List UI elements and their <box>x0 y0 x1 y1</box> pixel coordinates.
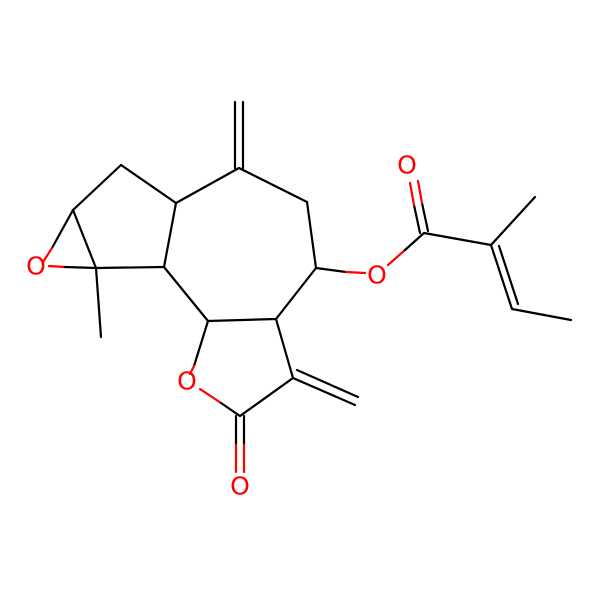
bond <box>314 266 348 274</box>
bond <box>71 208 98 270</box>
bond <box>174 166 241 205</box>
bond <box>198 387 223 405</box>
bond <box>497 244 520 306</box>
bond <box>274 266 318 321</box>
bond <box>403 231 426 252</box>
bond <box>510 307 573 322</box>
bond <box>489 195 537 247</box>
bond <box>489 243 514 311</box>
bond <box>291 376 357 407</box>
bond <box>63 265 98 270</box>
epoxide-oxygen-label: O <box>26 252 46 281</box>
bond <box>416 179 424 205</box>
bond <box>94 266 103 339</box>
bond <box>162 201 178 269</box>
lactone-ring-oxygen-label: O <box>177 367 197 396</box>
bond <box>386 248 407 267</box>
bond <box>237 166 309 204</box>
bond <box>206 317 278 323</box>
bond <box>420 201 430 233</box>
bond <box>192 319 210 368</box>
ester-carbonyl-oxygen-label: O <box>397 151 417 180</box>
bond <box>412 203 422 235</box>
bond <box>119 163 178 205</box>
bond <box>162 265 210 323</box>
bond <box>295 368 360 399</box>
lactone-carbonyl-oxygen-label: O <box>230 472 250 501</box>
bond <box>188 364 196 376</box>
bond <box>422 231 493 247</box>
bond <box>94 265 166 270</box>
bond <box>305 200 318 270</box>
bond <box>219 401 242 418</box>
bond <box>41 246 54 264</box>
bond <box>274 317 295 380</box>
bond <box>408 181 416 207</box>
bond <box>344 270 367 275</box>
bond <box>71 163 123 212</box>
ester-oxygen-label: O <box>367 261 387 290</box>
bond <box>47 264 67 269</box>
bond <box>238 376 295 418</box>
bond <box>50 208 75 250</box>
